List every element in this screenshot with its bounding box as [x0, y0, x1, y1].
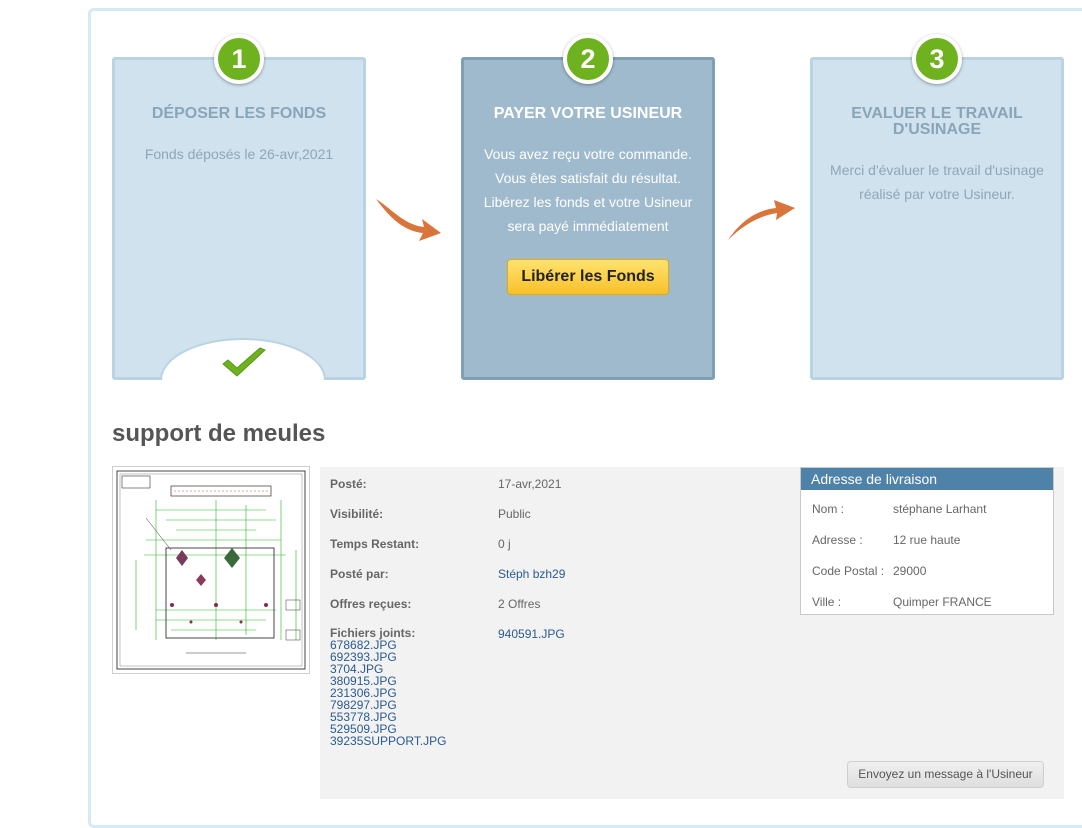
step-2-line: Vous avez reçu votre commande.	[484, 146, 692, 162]
arrow-right-up-icon	[728, 200, 795, 240]
step-evaluate: 3 EVALUER LE TRAVAIL D'USINAGE Merci d'é…	[810, 34, 1064, 380]
delivery-address-box: Adresse de livraison Nom : stéphane Larh…	[800, 467, 1054, 615]
file-link[interactable]: 940591.JPG	[498, 627, 565, 641]
step-1-text: Fonds déposés le 26-avr,2021	[115, 142, 363, 166]
step-2-text: Vous avez reçu votre commande. Vous êtes…	[464, 142, 712, 238]
step-1-badge: 1	[214, 34, 264, 84]
attached-files: Fichiers joints: 678682.JPG 692393.JPG 3…	[330, 627, 447, 747]
step-3-line: Merci d'évaluer le travail d'usinage	[830, 162, 1044, 178]
step-1-line: Fonds déposés le 26-avr,2021	[144, 146, 334, 162]
address-label: Nom :	[812, 502, 845, 516]
field-label: Posté par:	[330, 567, 389, 581]
file-link[interactable]: 798297.JPG	[330, 698, 397, 712]
file-link[interactable]: 529509.JPG	[330, 722, 397, 736]
file-link[interactable]: 231306.JPG	[330, 686, 397, 700]
step-2-line: sera payé immédiatement	[507, 218, 669, 234]
step-pay: 2 PAYER VOTRE USINEUR Vous avez reçu vot…	[461, 34, 715, 380]
address-title: Adresse de livraison	[801, 468, 1053, 490]
field-value: Public	[498, 507, 531, 521]
field-label: Temps Restant:	[330, 537, 420, 551]
file-link[interactable]: 380915.JPG	[330, 674, 397, 688]
field-label: Visibilité:	[330, 507, 384, 521]
technical-drawing-image	[116, 470, 306, 670]
field-label: Offres reçues:	[330, 597, 412, 611]
completed-indicator	[160, 338, 326, 380]
field-value: 2 Offres	[498, 597, 541, 611]
step-2-line: Vous êtes satisfait du résultat.	[495, 170, 681, 186]
project-thumbnail[interactable]	[112, 466, 310, 674]
file-link[interactable]: 39235SUPPORT.JPG	[330, 734, 447, 748]
address-label: Ville :	[812, 595, 842, 609]
project-title: support de meules	[112, 420, 326, 447]
address-value: stéphane Larhant	[893, 502, 987, 516]
step-2-title: PAYER VOTRE USINEUR	[493, 105, 683, 122]
checkmark-icon	[222, 347, 266, 377]
file-link[interactable]: 692393.JPG	[330, 650, 397, 664]
field-value: 17-avr,2021	[498, 477, 562, 491]
step-3-badge: 3	[912, 34, 962, 84]
file-link[interactable]: 678682.JPG	[330, 638, 397, 652]
field-value: 0 j	[498, 537, 511, 551]
step-3-line: réalisé par votre Usineur.	[859, 186, 1015, 202]
files-label: Fichiers joints:	[330, 626, 416, 640]
address-value: 12 rue haute	[893, 533, 961, 547]
file-link[interactable]: 553778.JPG	[330, 710, 397, 724]
address-label: Adresse :	[812, 533, 863, 547]
step-1-title: DÉPOSER LES FONDS	[151, 105, 327, 122]
step-3-text: Merci d'évaluer le travail d'usinage réa…	[813, 158, 1061, 206]
send-message-button[interactable]: Envoyez un message à l'Usineur	[847, 761, 1044, 788]
poster-link[interactable]: Stéph bzh29	[498, 567, 566, 581]
step-3-title: EVALUER LE TRAVAIL D'USINAGE	[851, 105, 1023, 138]
field-label: Posté:	[330, 477, 367, 491]
address-label: Code Postal :	[812, 564, 885, 578]
address-value: 29000	[893, 564, 927, 578]
address-value: Quimper FRANCE	[893, 595, 992, 609]
file-link[interactable]: 3704.JPG	[330, 662, 384, 676]
step-2-badge: 2	[563, 34, 613, 84]
release-funds-button[interactable]: Libérer les Fonds	[507, 259, 669, 295]
arrow-right-down-icon	[376, 199, 441, 241]
step-deposit: 1 DÉPOSER LES FONDS Fonds déposés le 26-…	[112, 34, 366, 380]
step-2-line: Libérez les fonds et votre Usineur	[483, 194, 693, 210]
